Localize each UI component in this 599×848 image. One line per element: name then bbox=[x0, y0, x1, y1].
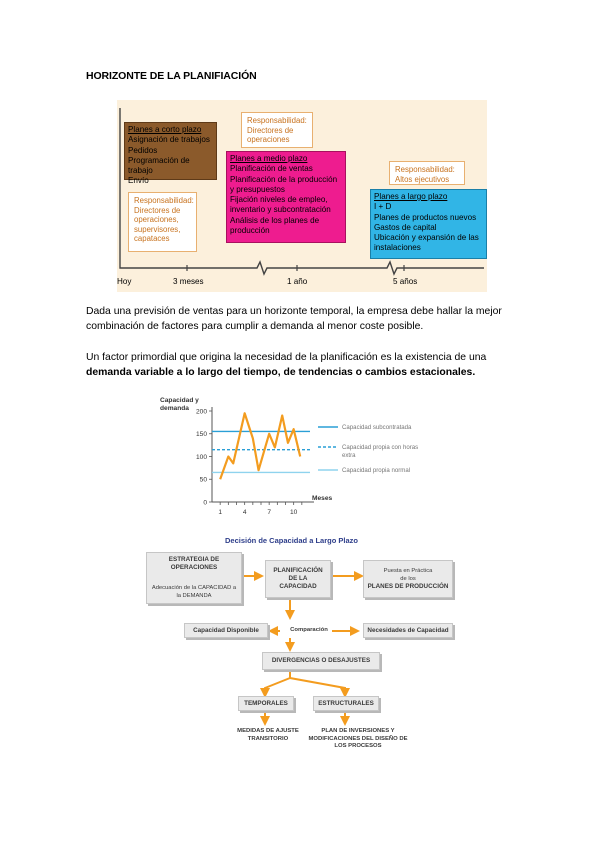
medium-term-heading: Planes a medio plazo bbox=[230, 154, 308, 163]
y-tick-label: 100 bbox=[196, 454, 207, 461]
structural-text: ESTRUCTURALES bbox=[318, 699, 374, 707]
x-tick-label: 1 bbox=[218, 509, 222, 516]
resp-line: Responsabilidad: bbox=[395, 165, 455, 174]
strategy-title: ESTRATEGIA DE OPERACIONES bbox=[168, 556, 220, 571]
medium-term-line: producción bbox=[230, 226, 270, 236]
responsibility-medium: Responsabilidad: Directores de operacion… bbox=[241, 112, 313, 148]
x-axis-label: Meses bbox=[312, 495, 332, 502]
strategy-sub: Adecuación de la CAPACIDAD a la DEMANDA bbox=[151, 585, 237, 599]
long-term-line: Planes de productos nuevos bbox=[374, 212, 477, 222]
resp-line: Altos ejecutivos bbox=[395, 174, 450, 184]
resp-line: capataces bbox=[134, 234, 170, 243]
y-axis-label: Capacidad y bbox=[160, 397, 199, 404]
planning-horizon-diagram: Planes a corto plazo Asignación de traba… bbox=[117, 100, 487, 292]
y-tick-label: 200 bbox=[196, 408, 207, 415]
medium-term-line: y presupuestos bbox=[230, 184, 285, 194]
planning-text: PLANIFICACIÓN DE LA CAPACIDAD bbox=[273, 567, 323, 590]
paragraph-demand: Un factor primordial que origina la nece… bbox=[86, 350, 518, 380]
medium-term-line: Planificación de ventas bbox=[230, 164, 313, 174]
x-tick-label: 10 bbox=[290, 509, 298, 516]
long-term-line: Ubicación y expansión de las bbox=[374, 233, 479, 243]
y-tick-label: 150 bbox=[196, 431, 207, 438]
resp-line: operaciones bbox=[247, 135, 290, 144]
practice-pre: Puesta en Práctica de los bbox=[383, 568, 433, 582]
comparison-text: Comparación bbox=[290, 627, 328, 633]
y-tick-label: 0 bbox=[203, 499, 207, 506]
responsibility-long: Responsabilidad: Altos ejecutivos bbox=[389, 161, 465, 185]
page-title: HORIZONTE DE LA PLANIFIACIÓN bbox=[86, 70, 257, 82]
legend-label: Capacidad subcontratada bbox=[342, 424, 412, 431]
resp-line: supervisores, bbox=[134, 224, 181, 234]
paragraph-sales-forecast: Dada una previsión de ventas para un hor… bbox=[86, 306, 502, 332]
flow-arrows bbox=[185, 562, 364, 726]
demand-line bbox=[219, 412, 302, 480]
resp-line: Responsabilidad: bbox=[247, 116, 307, 125]
medium-term-plans-box: Planes a medio plazo Planificación de ve… bbox=[226, 151, 346, 243]
short-term-line: Pedidos bbox=[128, 145, 158, 155]
long-term-line: I + D bbox=[374, 202, 392, 212]
medium-term-line: Análisis de los planes de bbox=[230, 215, 320, 225]
long-term-line: Gastos de capital bbox=[374, 222, 437, 232]
practice-main: PLANES DE PRODUCCIÓN bbox=[367, 583, 449, 590]
responsibility-short: Responsabilidad: Directores de operacion… bbox=[128, 192, 197, 252]
legend-label: Capacidad propia normal bbox=[342, 467, 410, 474]
paragraph-demand-bold: demanda variable a lo largo del tiempo, … bbox=[86, 367, 476, 378]
measures-text: MEDIDAS DE AJUSTE TRANSITORIO bbox=[237, 728, 299, 742]
short-term-line: Envío bbox=[128, 176, 149, 186]
long-term-heading: Planes a largo plazo bbox=[374, 192, 448, 201]
medium-term-line: inventario y subcontratación bbox=[230, 205, 331, 215]
long-term-line: instalaciones bbox=[374, 243, 421, 253]
divergences-text: DIVERGENCIAS O DESAJUSTES bbox=[271, 657, 371, 664]
tick-3-months: 3 meses bbox=[173, 277, 204, 286]
tick-today: Hoy bbox=[117, 277, 132, 286]
needs-text: Necesidades de Capacidad bbox=[367, 626, 449, 634]
short-term-line: Asignación de trabajos bbox=[128, 135, 210, 145]
short-term-heading: Planes a corto plazo bbox=[128, 125, 202, 134]
tick-1-year: 1 año bbox=[287, 277, 308, 286]
practice-box: Puesta en Práctica de los PLANES DE PROD… bbox=[363, 560, 453, 598]
legend-label: Capacidad propia con horas bbox=[342, 444, 418, 451]
divergences-box: DIVERGENCIAS O DESAJUSTES bbox=[262, 652, 380, 670]
temporal-text: TEMPORALES bbox=[244, 699, 288, 707]
short-term-line: Programación de trabajo bbox=[128, 155, 190, 176]
x-tick-label: 7 bbox=[267, 509, 271, 516]
x-tick-label: 4 bbox=[243, 509, 247, 516]
tick-5-years: 5 años bbox=[393, 277, 418, 286]
medium-term-line: Fijación niveles de empleo, bbox=[230, 195, 328, 205]
medium-term-line: Planificación de la producción bbox=[230, 174, 338, 184]
resp-line: Responsabilidad: bbox=[134, 196, 194, 205]
paragraph-demand-text: Un factor primordial que origina la nece… bbox=[86, 352, 487, 363]
resp-line: Directores de bbox=[247, 125, 294, 135]
long-term-plans-box: Planes a largo plazo I + D Planes de pro… bbox=[370, 189, 487, 259]
strategy-box: ESTRATEGIA DE OPERACIONES Adecuación de … bbox=[146, 552, 242, 604]
resp-line: Directores de bbox=[134, 205, 181, 215]
legend-label: extra bbox=[342, 452, 356, 459]
temporal-box: TEMPORALES bbox=[238, 696, 294, 711]
y-tick-label: 50 bbox=[200, 477, 208, 484]
timeline-axis bbox=[119, 108, 484, 276]
y-axis-label: demanda bbox=[160, 405, 189, 412]
planning-box: PLANIFICACIÓN DE LA CAPACIDAD bbox=[265, 560, 331, 598]
flow-title: Decisión de Capacidad a Largo Plazo bbox=[225, 536, 358, 545]
available-capacity-box: Capacidad Disponible bbox=[184, 623, 268, 638]
available-text: Capacidad Disponible bbox=[193, 626, 259, 634]
short-term-plans-box: Planes a corto plazo Asignación de traba… bbox=[124, 122, 217, 185]
plan-text: PLAN DE INVERSIONES Y MODIFICACIONES DEL… bbox=[308, 728, 408, 749]
capacity-needs-box: Necesidades de Capacidad bbox=[363, 623, 453, 638]
structural-box: ESTRUCTURALES bbox=[313, 696, 379, 711]
resp-line: operaciones, bbox=[134, 215, 179, 224]
